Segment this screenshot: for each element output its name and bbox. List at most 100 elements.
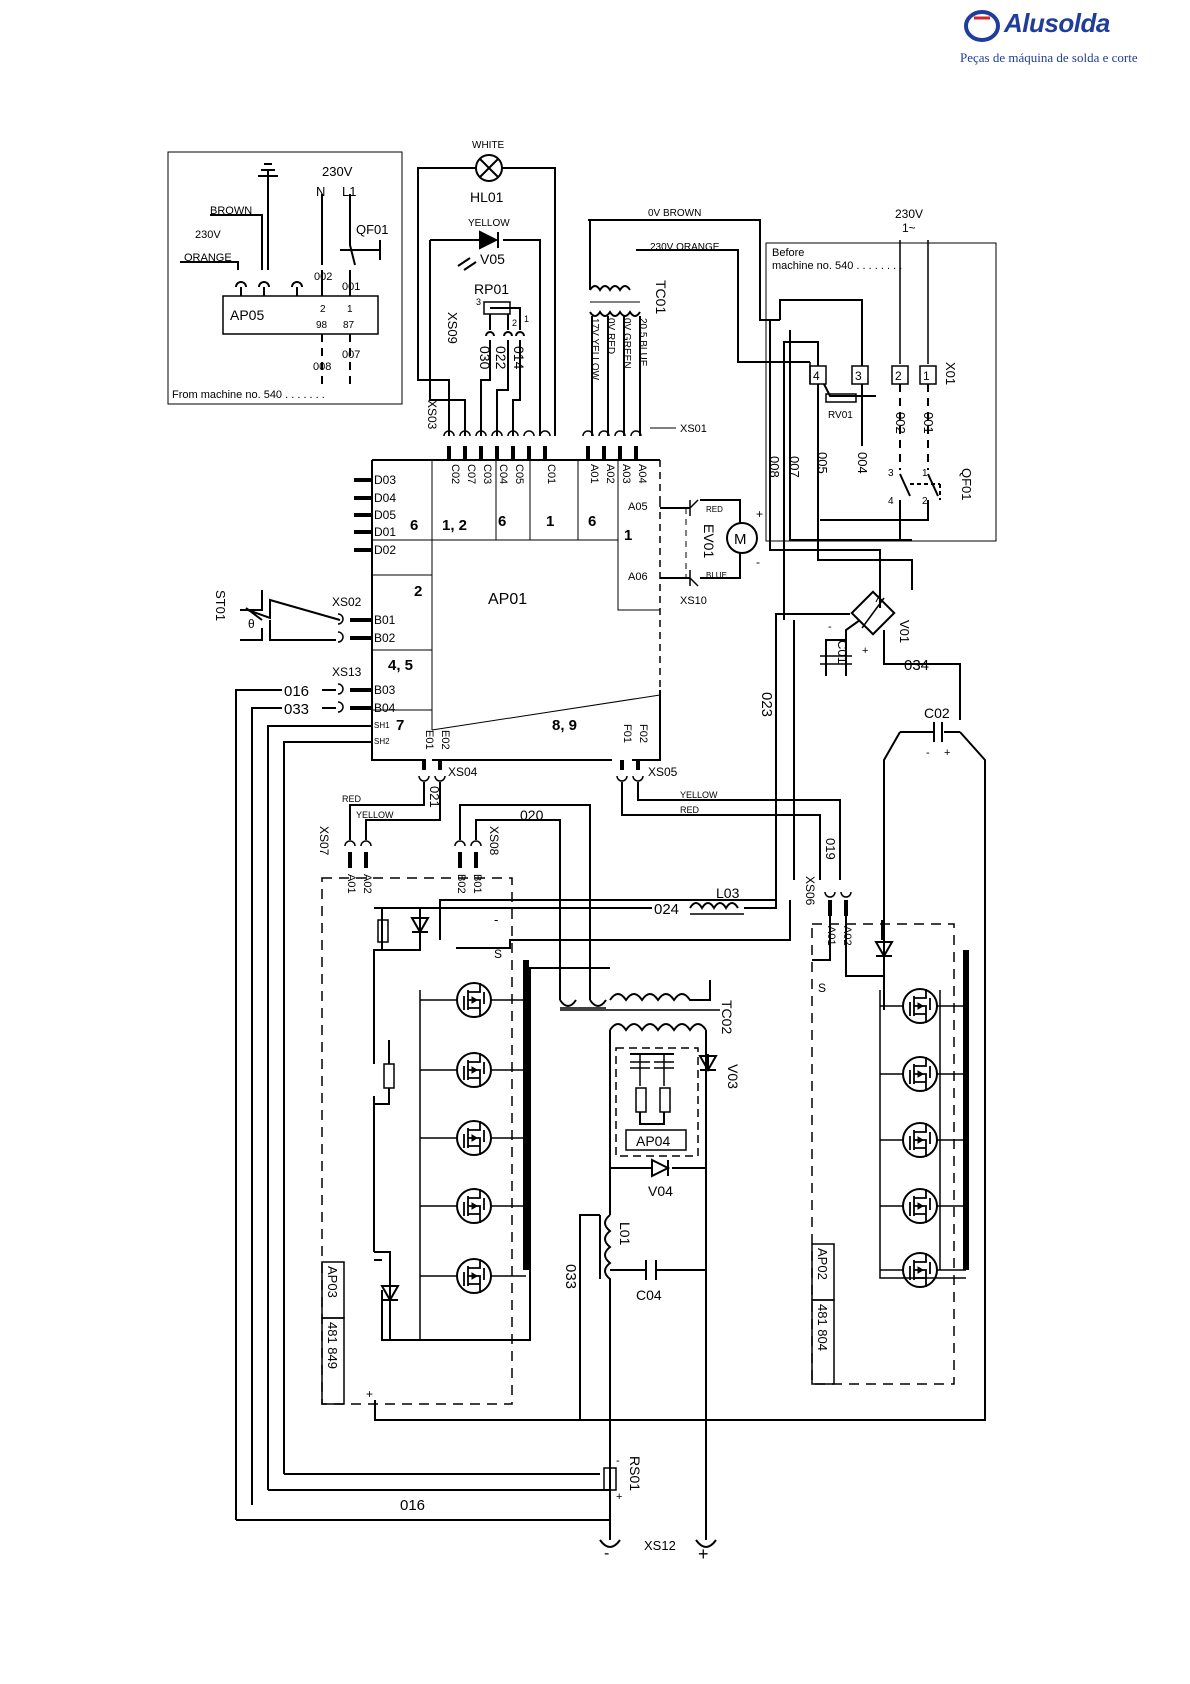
c04-label: C04 — [636, 1287, 662, 1303]
tc01-transformer: 0V BROWN 230V ORANGE TC01 17V YELLOW 0V … — [588, 208, 810, 436]
e01-label: E01 — [423, 730, 435, 750]
section-6b-label: 6 — [498, 513, 506, 530]
rs01-minus-label: - — [616, 1455, 620, 1467]
wire-024-label: 024 — [654, 901, 679, 918]
v01-plus-label: + — [862, 645, 868, 657]
wire-002-label: 002 — [893, 412, 908, 434]
xs12-pos-label: + — [698, 1544, 709, 1564]
c02-capacitor: C02 - + — [374, 705, 986, 1421]
ev-plus-label: + — [756, 507, 763, 521]
a05-label: A05 — [628, 501, 648, 513]
pin-a01-label: A01 — [588, 464, 600, 484]
xs06-label: XS06 — [803, 876, 817, 906]
st01-thermostat: ST01 θ XS02 B01 B02 — [213, 590, 396, 645]
xs12-neg-label: - — [604, 1545, 609, 1562]
terminal-3-label: 3 — [855, 369, 862, 383]
rs01-label: RS01 — [627, 1456, 643, 1491]
wire-019-label: 019 — [823, 838, 838, 860]
xs08-label: XS08 — [487, 826, 501, 856]
a06-label: A06 — [628, 571, 648, 583]
pin-c07-label: C07 — [465, 464, 477, 484]
ap01-board: AP01 6 1, 2 6 1 6 1 2 4, 5 7 8, 9 — [371, 459, 661, 761]
inset-n-label: N — [316, 184, 325, 199]
inset-t1-label: 1 — [347, 304, 353, 315]
inset-87-label: 87 — [343, 320, 355, 331]
wire-021-label: 021 — [427, 786, 442, 808]
qf-pin2-label: 2 — [922, 496, 928, 507]
ap02-label: AP02 — [815, 1248, 830, 1280]
theta-icon: θ — [248, 617, 255, 631]
wire-023-label: 023 — [758, 692, 775, 717]
rs01-plus-label: + — [616, 1491, 622, 1503]
inset-l1-label: L1 — [342, 184, 356, 199]
red2-label: RED — [342, 794, 362, 804]
ap03-b02-label: B02 — [455, 874, 467, 894]
brand-tagline: Peças de máquina de solda e corte — [960, 50, 1138, 65]
wire-033b-label: 033 — [562, 1264, 579, 1289]
inset-ap05-label: AP05 — [230, 307, 264, 323]
b03-label: B03 — [374, 683, 396, 697]
white-label: WHITE — [472, 140, 505, 151]
left-transistor-bank — [420, 982, 526, 1294]
terminal-1-label: 1 — [923, 369, 930, 383]
v01-bridge: V01 C01 - + 034 023 — [439, 590, 961, 940]
d04-label: D04 — [374, 491, 396, 505]
ap03-a01-label: A01 — [345, 874, 357, 894]
f02-label: F02 — [637, 724, 649, 743]
pin-c04-label: C04 — [497, 464, 509, 484]
hl01-label: HL01 — [470, 189, 504, 205]
qf-pin4-label: 4 — [888, 496, 894, 507]
inset-98-label: 98 — [316, 320, 328, 331]
ap03-minus-label: - — [494, 912, 498, 927]
qf-pin3-label: 3 — [888, 468, 894, 479]
xs10-label: XS10 — [680, 595, 707, 607]
ap03-a02-label: A02 — [361, 874, 373, 894]
xs12-label: XS12 — [644, 1538, 676, 1553]
c02-minus-label: - — [926, 747, 930, 759]
terminal-2-label: 2 — [895, 369, 902, 383]
yellow-label: YELLOW — [468, 218, 510, 229]
section-89-label: 8, 9 — [552, 717, 577, 734]
qf-pin1-label: 1 — [922, 468, 928, 479]
c01-label: C01 — [835, 640, 850, 664]
ap03-code-label: 481 849 — [325, 1322, 340, 1369]
ap02-s-label: S — [818, 981, 826, 995]
section-1b-label: 1 — [624, 527, 632, 544]
xs01-label: XS01 — [680, 423, 707, 435]
pin-c05-label: C05 — [513, 464, 525, 484]
ap04-label: AP04 — [636, 1133, 670, 1149]
rp-pin3-label: 3 — [476, 297, 481, 307]
inset-voltage-label: 230V — [322, 164, 353, 179]
b04-label: B04 — [374, 701, 396, 715]
v04-label: V04 — [648, 1183, 673, 1199]
output-stage: V04 L01 C04 033 RS01 - + 016 - + XS12 — [236, 1158, 717, 1564]
main-230v-label: 230V — [895, 207, 923, 221]
inset-qf01-label: QF01 — [356, 222, 389, 237]
right-mosfet-4 — [902, 1188, 938, 1224]
rv01-label: RV01 — [828, 410, 853, 421]
inset-brown-label: BROWN — [210, 205, 252, 217]
b01-label: B01 — [374, 613, 396, 627]
ap02-code-label: 481 804 — [815, 1304, 830, 1351]
wire-016b-label: 016 — [400, 1497, 425, 1514]
pin-c02-label: C02 — [449, 464, 461, 484]
xs02-label: XS02 — [332, 595, 362, 609]
ap01-label: AP01 — [488, 591, 527, 608]
section-12-label: 1, 2 — [442, 517, 467, 534]
ev01-motor: M A05 A06 RED BLUE EV01 + - XS10 — [628, 499, 763, 607]
right-mosfet-2 — [902, 1056, 938, 1092]
inset-from-540: 230V N L1 QF01 BROWN 230V ORANGE AP05 00… — [167, 151, 403, 405]
right-transistor-bank — [880, 988, 966, 1288]
left-mosfet-1 — [456, 982, 492, 1018]
right-mosfet-3 — [902, 1122, 938, 1158]
wire-001-label: 001 — [921, 412, 936, 434]
inset-orange-label: ORANGE — [184, 252, 232, 264]
inset-230v-small-label: 230V — [195, 229, 221, 241]
motor-label: M — [734, 531, 747, 548]
xs13-label: XS13 — [332, 665, 362, 679]
c02-plus-label: + — [944, 747, 950, 759]
tc02-label: TC02 — [719, 1000, 735, 1034]
brand-name: Alusolda — [1004, 8, 1110, 38]
wire-022-label: 022 — [493, 346, 509, 370]
